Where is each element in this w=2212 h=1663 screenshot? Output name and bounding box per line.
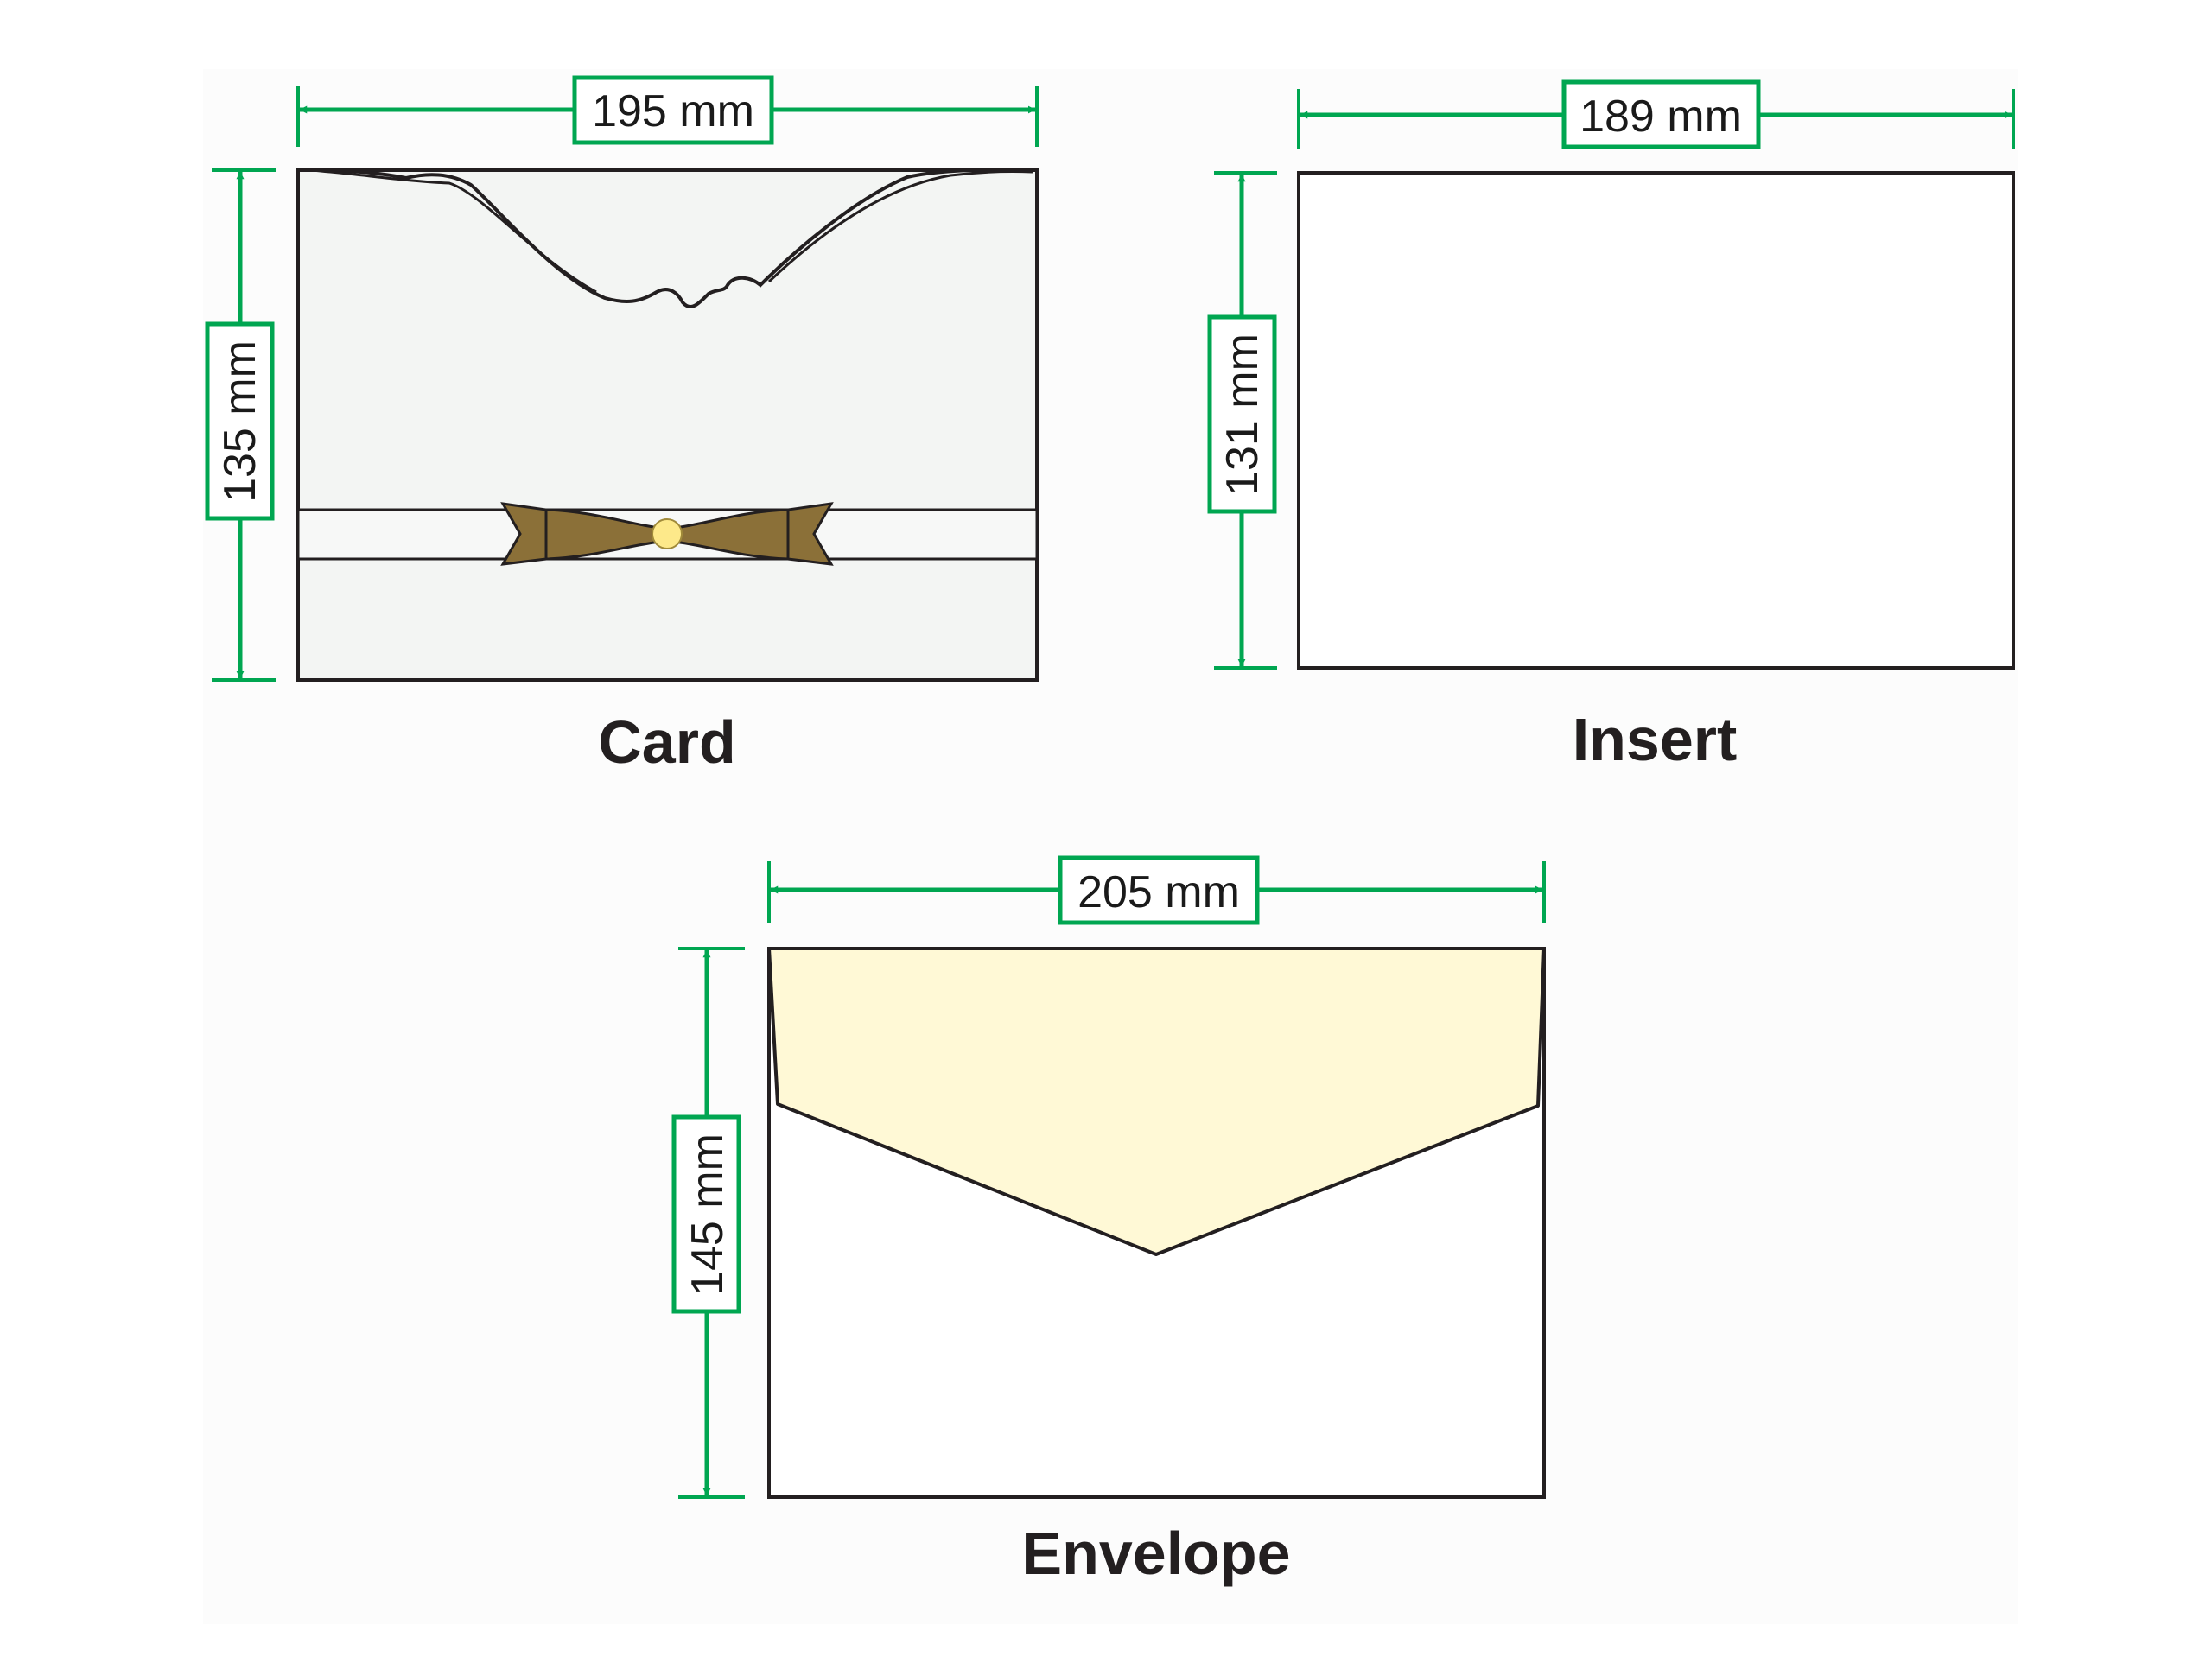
card-height-label: 135 mm	[215, 340, 265, 503]
envelope-flap	[767, 947, 1546, 1256]
envelope-width-label: 205 mm	[1077, 867, 1240, 917]
envelope-group: 205 mm 145 mm Envelope	[671, 855, 1546, 1587]
insert-width-dimension: 189 mm	[1297, 79, 2015, 149]
insert-width-label-box	[1561, 79, 1761, 149]
envelope-caption: Envelope	[1021, 1520, 1290, 1587]
insert-height-dimension: 131 mm	[1207, 171, 1277, 670]
ribbon-pin-icon	[652, 518, 683, 549]
card-diecut-edge	[297, 168, 1038, 308]
card-caption: Card	[598, 708, 735, 776]
card-diecut-edge-inner	[310, 168, 1033, 294]
envelope-height-dimension: 145 mm	[671, 947, 745, 1499]
insert-height-label-box	[1207, 314, 1277, 514]
card-body	[296, 168, 1039, 682]
ribbon-bow-icon	[500, 502, 834, 566]
envelope-height-label: 145 mm	[683, 1133, 733, 1296]
insert-caption: Insert	[1573, 706, 1738, 773]
insert-width-label: 189 mm	[1580, 92, 1742, 142]
insert-group: 189 mm 131 mm Insert	[1207, 79, 2015, 773]
card-width-dimension: 195 mm	[296, 75, 1039, 147]
envelope-width-label-box	[1058, 855, 1260, 925]
card-group: 195 mm 135 mm Card	[205, 75, 1039, 776]
card-width-label-box	[572, 75, 774, 145]
card-height-label-box	[205, 321, 275, 521]
insert-height-label: 131 mm	[1217, 333, 1268, 496]
envelope-width-dimension: 205 mm	[767, 855, 1546, 925]
card-width-label: 195 mm	[592, 86, 754, 136]
card-height-dimension: 135 mm	[205, 168, 276, 682]
insert-body	[1297, 171, 2015, 670]
envelope-height-label-box	[671, 1114, 741, 1314]
